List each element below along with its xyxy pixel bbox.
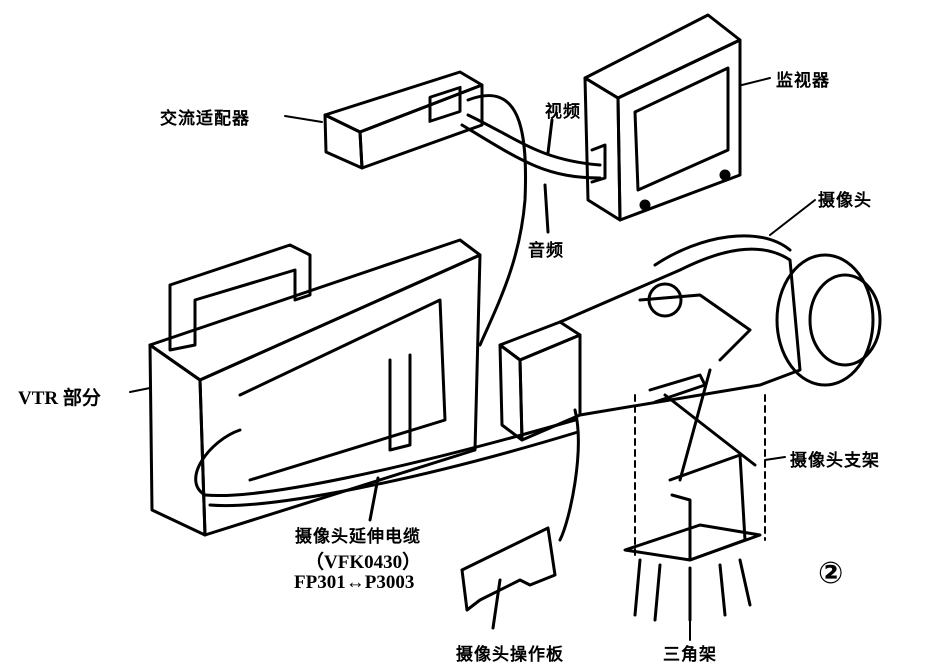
figure-number: ② — [818, 556, 845, 591]
vtr-unit — [148, 238, 482, 537]
leader-lines — [129, 77, 816, 641]
label-camera: 摄像头 — [818, 191, 872, 211]
label-control-panel: 摄像头操作板 — [456, 645, 564, 665]
camera-drawing — [498, 234, 882, 442]
camera-mount — [623, 368, 766, 622]
monitor-drawing — [583, 13, 742, 222]
label-video: 视频 — [545, 102, 581, 122]
label-cable-model: （VFK0430） — [305, 552, 422, 573]
label-ac-adapter: 交流适配器 — [160, 109, 250, 129]
ac-adapter-box — [323, 70, 484, 170]
label-monitor: 监视器 — [776, 71, 830, 91]
label-vtr: VTR 部分 — [18, 388, 101, 409]
label-cable-name: 摄像头延伸电缆 — [295, 527, 421, 547]
label-tripod: 三角架 — [663, 645, 717, 665]
control-panel-drawing — [460, 526, 557, 630]
label-audio: 音频 — [528, 241, 564, 261]
label-camera-mount: 摄像头支架 — [790, 451, 880, 471]
label-cable-connectors: FP301↔P3003 — [294, 572, 415, 593]
